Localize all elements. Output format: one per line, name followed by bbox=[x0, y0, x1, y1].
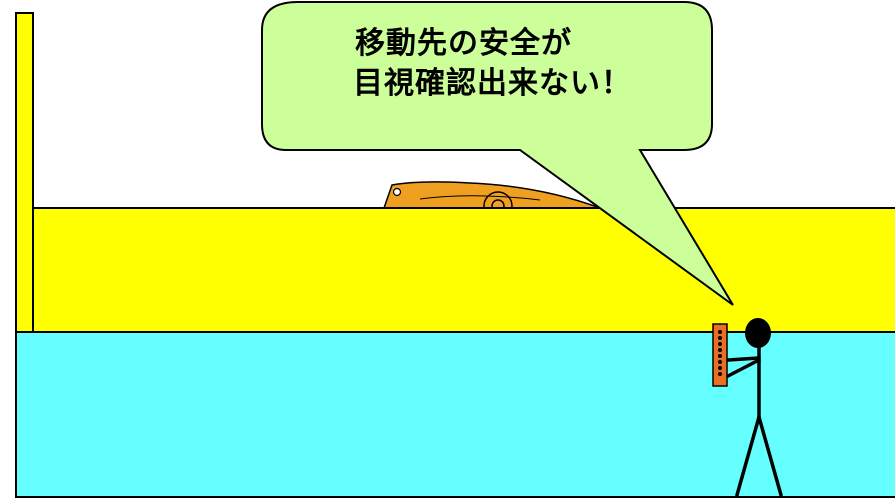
speech-bubble bbox=[261, 1, 734, 306]
left-wall bbox=[15, 12, 34, 333]
bubble-text-line-2: 目視確認出来ない！ bbox=[353, 66, 632, 101]
worker-head bbox=[745, 318, 771, 348]
remote-control-icon bbox=[712, 323, 728, 387]
stick-figure-icon bbox=[726, 318, 783, 497]
upper-floor bbox=[32, 207, 895, 333]
lower-area bbox=[15, 331, 895, 498]
bubble-text-line-1: 移動先の安全が bbox=[355, 26, 572, 61]
crane-boom-icon bbox=[382, 181, 601, 221]
